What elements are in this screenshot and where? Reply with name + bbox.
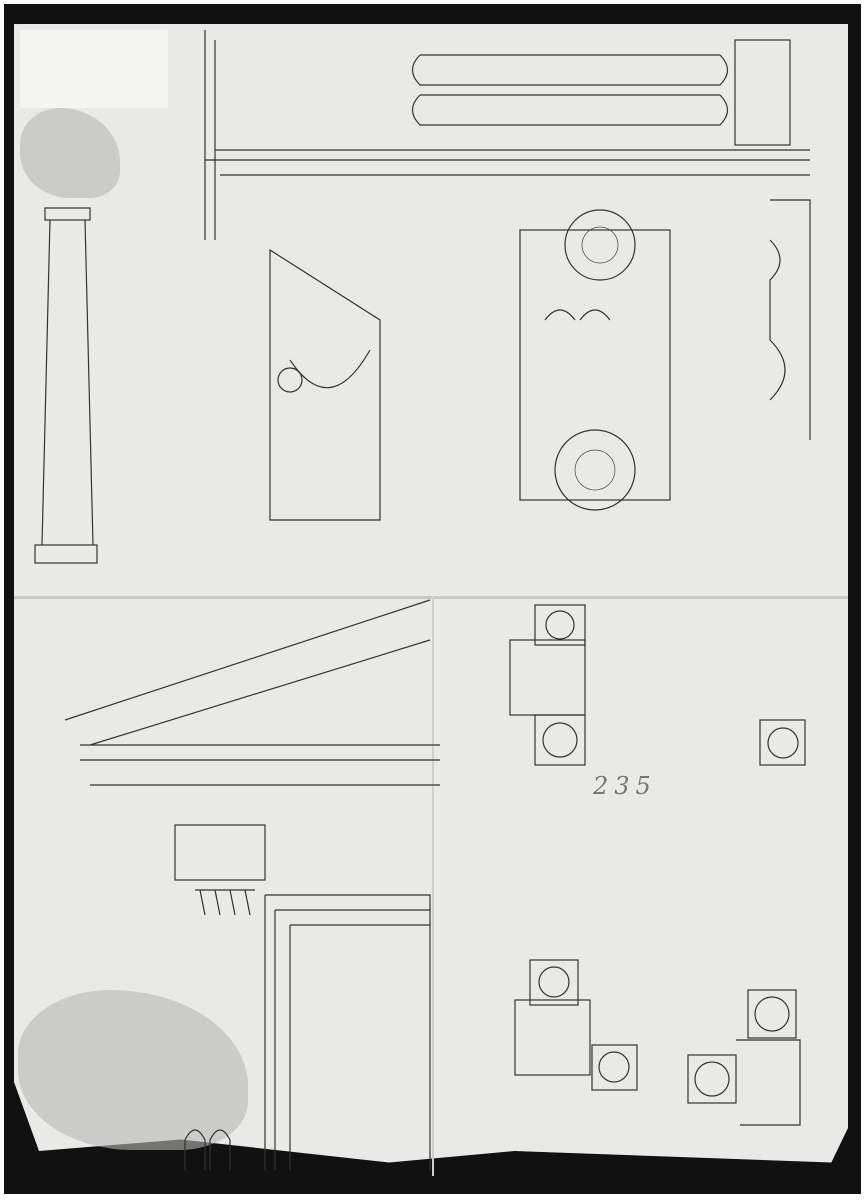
pediment-elevation [64,599,440,1170]
column-elevation [34,207,98,564]
pier-plans [509,604,806,1126]
ionic-capital [519,209,671,511]
horizontal-fold [14,596,848,599]
frieze-garland [269,248,381,521]
drawing-sheet [14,24,848,1163]
entablature-profile [204,30,810,240]
paper-label-patch [20,30,168,108]
vertical-fold [432,596,434,1176]
molding-profile [769,199,811,440]
sheet-number: 235 [593,772,657,800]
